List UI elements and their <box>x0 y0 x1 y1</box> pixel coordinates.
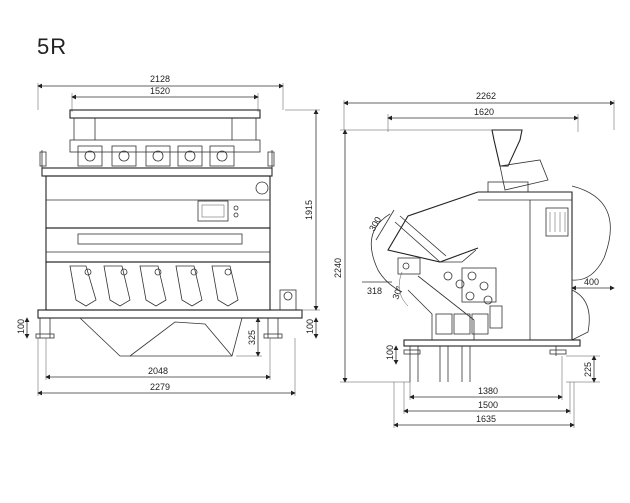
dim-label-1500: 1500 <box>478 400 498 410</box>
dim-leg-right: 100 <box>305 317 319 339</box>
dim-side-leg-left: 100 <box>385 345 399 365</box>
dim-side-top: 2262 <box>343 91 615 130</box>
dim-side-height: 2240 <box>333 129 492 383</box>
dim-side-225: 225 <box>566 355 600 383</box>
dim-hopper: 325 <box>236 317 262 357</box>
dim-label-1520: 1520 <box>150 86 170 96</box>
dim-label-2240: 2240 <box>333 258 343 278</box>
dim-318: 318 <box>362 281 392 296</box>
side-view: 2262 1620 <box>333 91 615 428</box>
dim-leg-left: 100 <box>16 317 30 339</box>
dim-label-100-left: 100 <box>16 319 26 334</box>
dim-label-2279: 2279 <box>150 382 170 392</box>
dim-label-100-side: 100 <box>385 345 395 360</box>
front-view: 2128 1520 <box>16 74 320 396</box>
dim-label-1915: 1915 <box>304 200 314 220</box>
dim-label-318: 318 <box>367 286 382 296</box>
dim-label-300: 300 <box>367 215 383 233</box>
dim-height: 1915 <box>285 109 320 311</box>
dim-label-2128: 2128 <box>150 74 170 84</box>
dim-1635: 1635 <box>393 382 575 428</box>
dim-base-outer: 2279 <box>37 338 296 396</box>
dim-label-325: 325 <box>247 330 257 345</box>
dim-label-1620: 1620 <box>474 107 494 117</box>
dim-1500: 1500 <box>403 382 571 414</box>
dim-label-1635: 1635 <box>476 414 496 424</box>
dim-inner-top: 1520 <box>71 86 259 112</box>
dim-label-100-right: 100 <box>305 319 315 334</box>
model-title: 5R <box>37 34 68 59</box>
dim-label-2048: 2048 <box>148 366 168 376</box>
dim-label-225: 225 <box>583 362 593 377</box>
top-feeders <box>77 145 235 167</box>
valve-cluster <box>443 267 497 305</box>
dim-400: 400 <box>571 270 615 291</box>
dim-base-inner: 2048 <box>45 338 271 380</box>
dim-label-400: 400 <box>584 277 599 287</box>
dim-label-1380: 1380 <box>478 386 498 396</box>
dim-1380: 1380 <box>409 356 563 400</box>
dim-overall-top: 2128 <box>37 74 284 110</box>
dim-side-inner: 1620 <box>387 107 579 132</box>
dim-label-2262: 2262 <box>476 91 496 101</box>
ejector-chutes <box>69 265 239 307</box>
